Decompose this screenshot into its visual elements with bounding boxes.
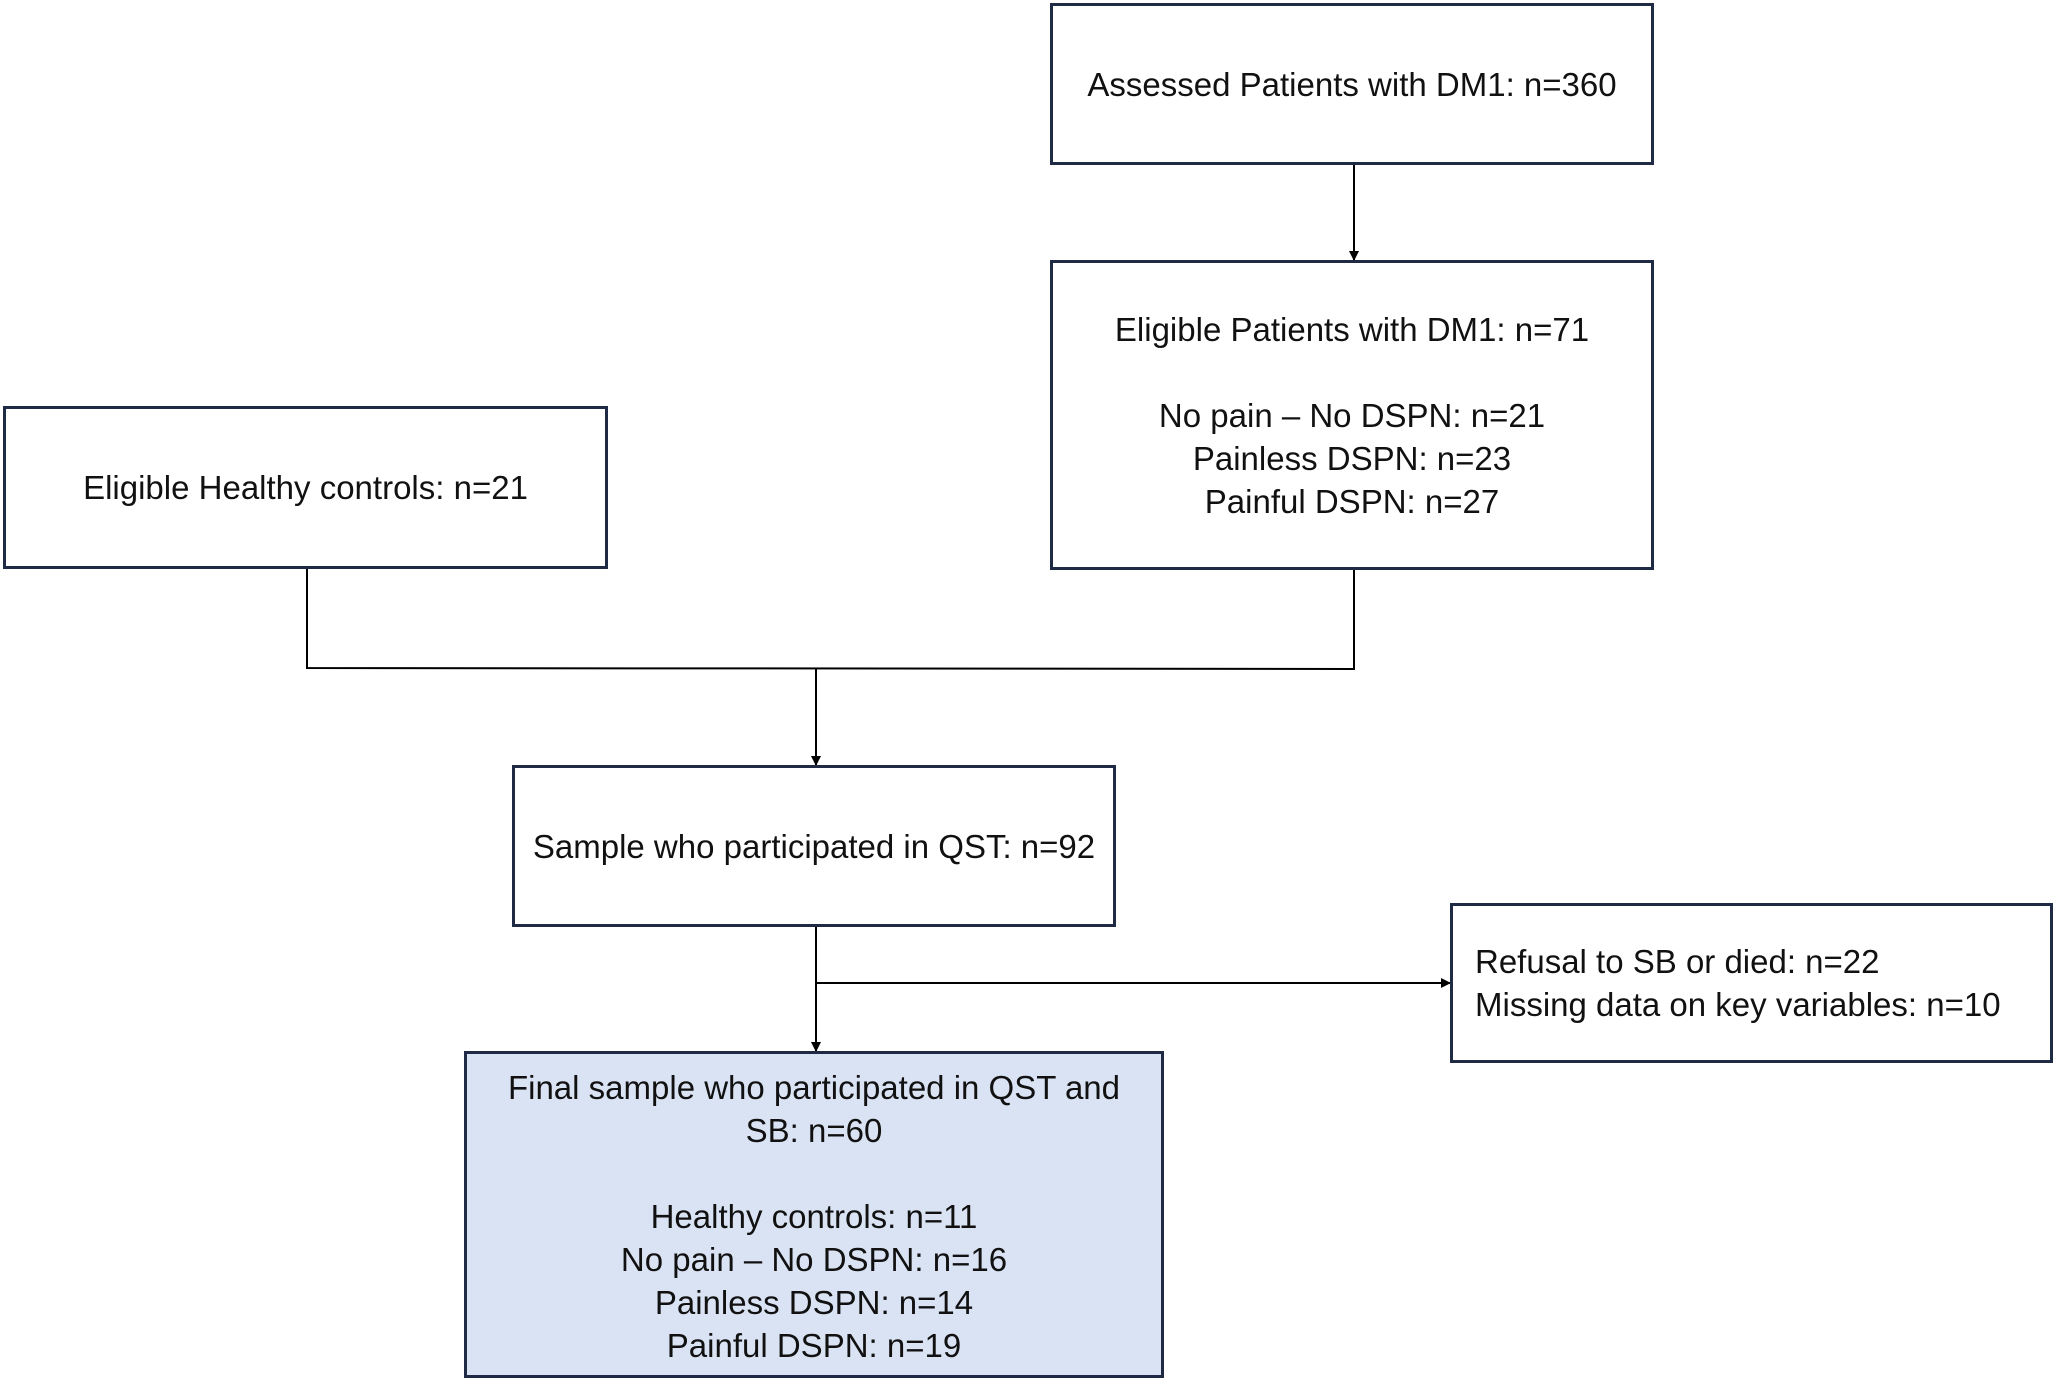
healthy-controls-text: Eligible Healthy controls: n=21 — [83, 469, 528, 506]
final-sample-item: No pain – No DSPN: n=16 — [620, 1241, 1008, 1278]
qst-sample-box: Sample who participated in QST: n=92 — [512, 765, 1116, 927]
assessed-patients-box: Assessed Patients with DM1: n=360 — [1050, 3, 1654, 165]
final-sample-item: Healthy controls: n=11 — [650, 1198, 978, 1235]
healthy-controls-box: Eligible Healthy controls: n=21 — [3, 406, 608, 569]
excluded-box: Refusal to SB or died: n=22 Missing data… — [1450, 903, 2053, 1063]
connector-merge — [306, 568, 1355, 671]
eligible-patients-item: Painful DSPN: n=27 — [1204, 482, 1500, 520]
eligible-patients-box: Eligible Patients with DM1: n=71 No pain… — [1050, 260, 1654, 570]
eligible-patients-item: No pain – No DSPN: n=21 — [1158, 396, 1546, 434]
final-sample-box: Final sample who participated in QST and… — [464, 1051, 1164, 1378]
assessed-patients-text: Assessed Patients with DM1: n=360 — [1087, 65, 1617, 103]
excluded-reason: Refusal to SB or died: n=22 — [1475, 943, 1880, 980]
final-sample-title: Final sample who participated in QST and — [507, 1069, 1121, 1106]
qst-sample-text: Sample who participated in QST: n=92 — [532, 827, 1096, 865]
final-sample-item: Painless DSPN: n=14 — [654, 1284, 974, 1321]
final-sample-title: SB: n=60 — [745, 1112, 883, 1149]
final-sample-item: Painful DSPN: n=19 — [666, 1327, 962, 1364]
excluded-reason: Missing data on key variables: n=10 — [1475, 986, 2001, 1023]
eligible-patients-title: Eligible Patients with DM1: n=71 — [1114, 310, 1590, 348]
eligible-patients-item: Painless DSPN: n=23 — [1192, 439, 1512, 477]
